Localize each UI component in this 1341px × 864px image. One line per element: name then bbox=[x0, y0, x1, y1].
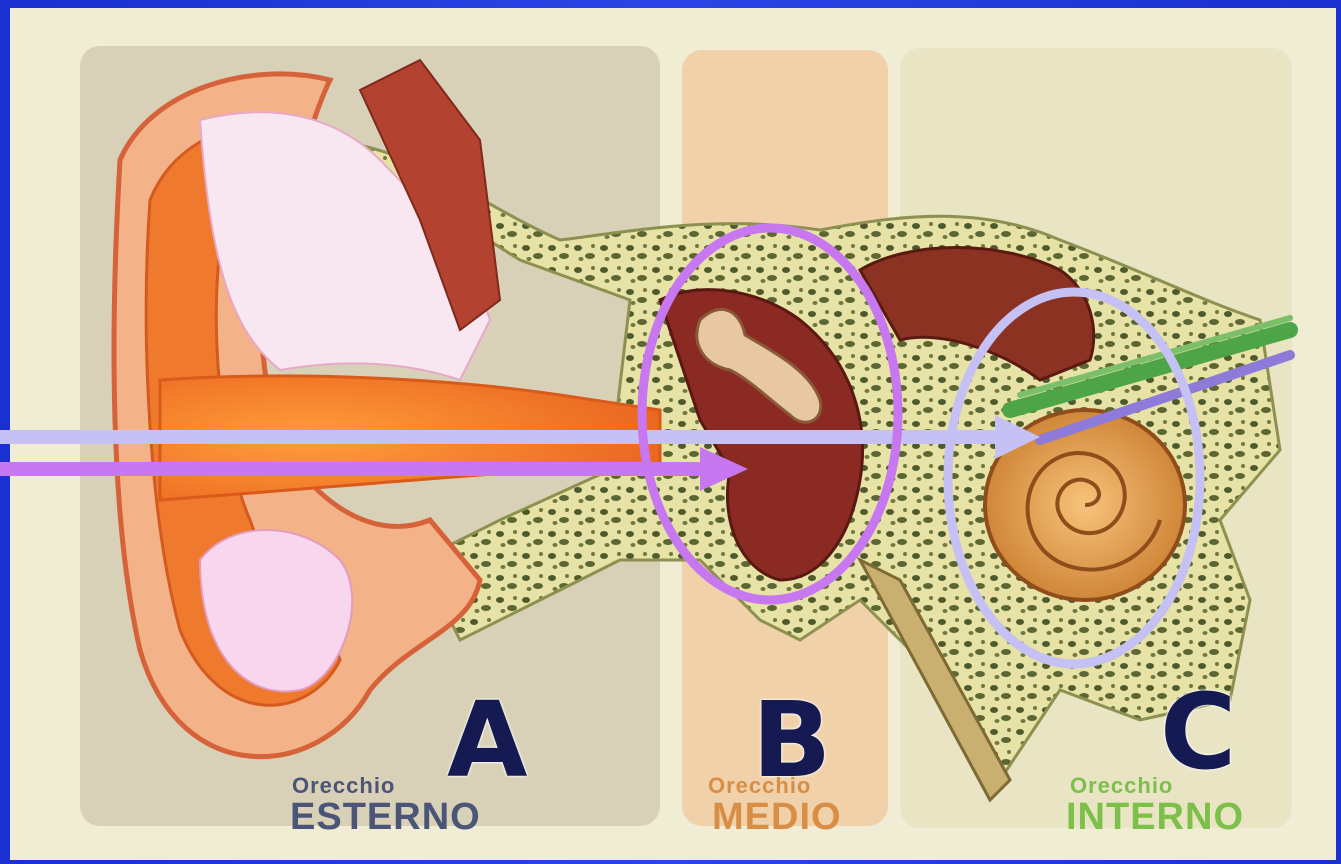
label-a-line2: ESTERNO bbox=[290, 798, 481, 836]
label-c: C bbox=[1160, 680, 1236, 784]
label-c-line2: INTERNO bbox=[1066, 798, 1244, 836]
label-a: A bbox=[447, 688, 528, 792]
label-c-line1: Orecchio bbox=[1070, 775, 1173, 797]
label-b-line1: Orecchio bbox=[708, 775, 811, 797]
label-a-line1: Orecchio bbox=[292, 775, 395, 797]
label-b-line2: MEDIO bbox=[712, 798, 842, 836]
